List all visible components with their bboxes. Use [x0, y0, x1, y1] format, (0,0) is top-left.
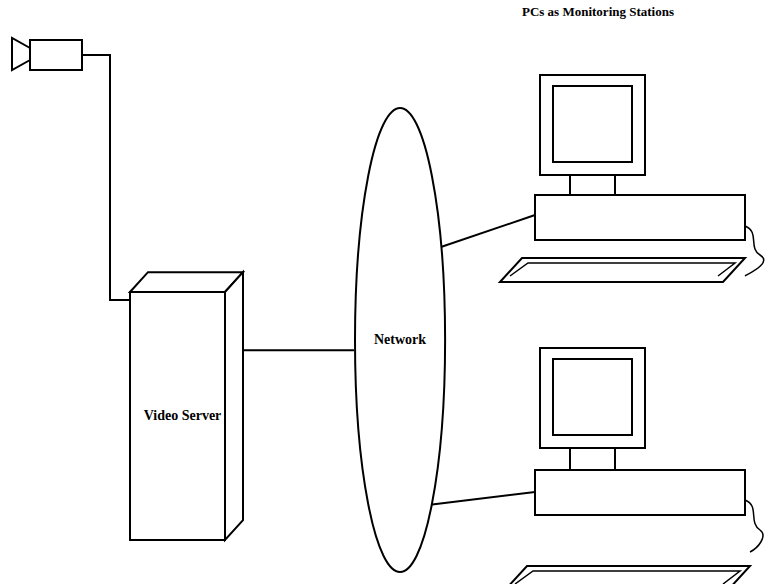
- monitoring-pc: [505, 348, 763, 584]
- node-label: Video Server: [134, 405, 222, 427]
- network-link: [438, 215, 535, 248]
- network-ellipse: Network: [354, 107, 446, 573]
- node-label: Network: [374, 329, 426, 351]
- camera: [12, 38, 82, 70]
- caption-label: PCs as Monitoring Stations: [522, 4, 674, 20]
- server-box: Video Server: [130, 292, 225, 540]
- network-connection: [243, 349, 354, 351]
- camera-cable: [82, 55, 140, 300]
- monitoring-pc: [500, 75, 764, 282]
- network-link: [428, 492, 535, 505]
